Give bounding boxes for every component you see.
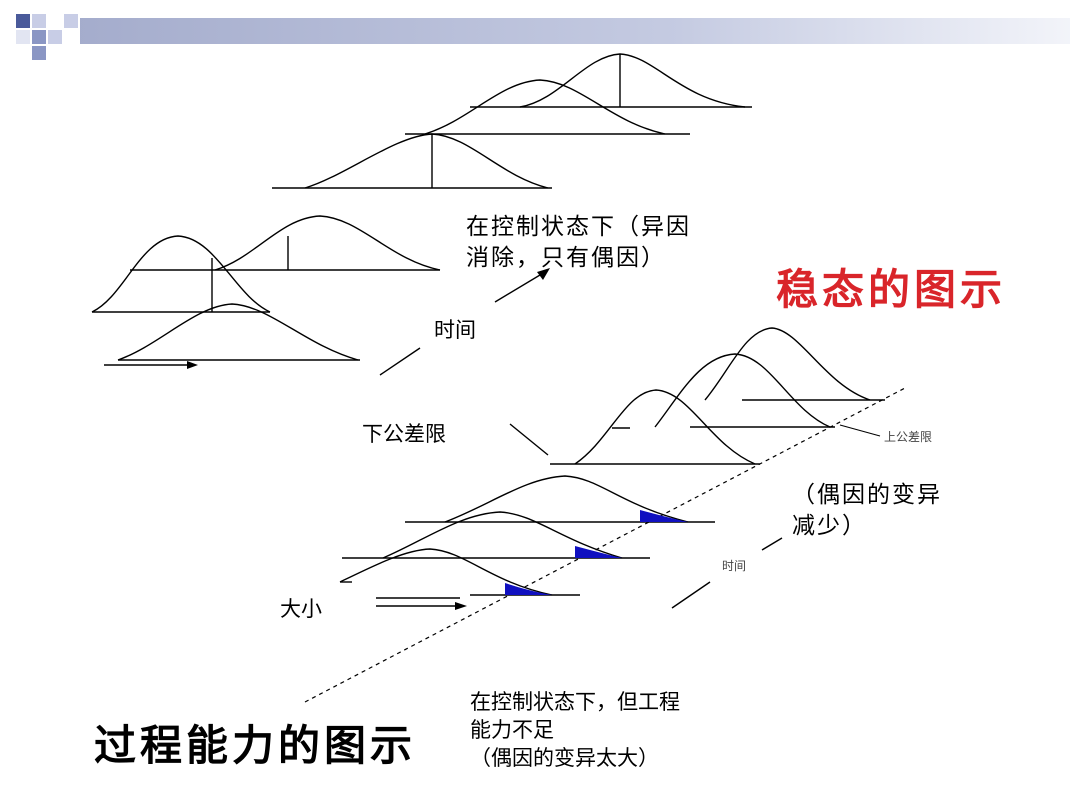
- stable-state-diagram: [91, 53, 752, 376]
- narrow-curve-1: [704, 327, 885, 401]
- wide-curve-1: [405, 475, 715, 523]
- narrow-curve-3: [550, 389, 760, 465]
- wide-curve-2: [342, 511, 650, 559]
- stable-curve-1: [470, 53, 752, 108]
- capability-title: 过程能力的图示: [94, 721, 417, 770]
- capability-time-label: 时间: [722, 559, 747, 573]
- upper-limit-label: 上公差限: [884, 430, 933, 444]
- variation-note: （偶因的变异 减少）: [792, 482, 942, 539]
- size-label: 大小: [280, 597, 322, 621]
- stable-state-note: 在控制状态下（异因 消除，只有偶因）: [466, 214, 691, 271]
- wide-curve-3: [339, 548, 580, 596]
- narrow-curve-2: [654, 353, 835, 428]
- lower-limit-label: 下公差限: [362, 422, 446, 446]
- stable-curve-4: [130, 215, 441, 271]
- capability-diagram: [304, 327, 906, 703]
- stable-curve-5: [91, 235, 271, 313]
- capability-bottom-note: 在控制状态下，但工程 能力不足 （偶因的变异太大）: [470, 690, 680, 770]
- header-decoration: [16, 14, 1070, 60]
- stable-time-label: 时间: [434, 318, 476, 342]
- stable-curve-6: [117, 303, 360, 361]
- stable-curve-3: [272, 133, 552, 189]
- stable-state-title: 稳态的图示: [776, 265, 1007, 314]
- stable-curve-2: [405, 79, 690, 135]
